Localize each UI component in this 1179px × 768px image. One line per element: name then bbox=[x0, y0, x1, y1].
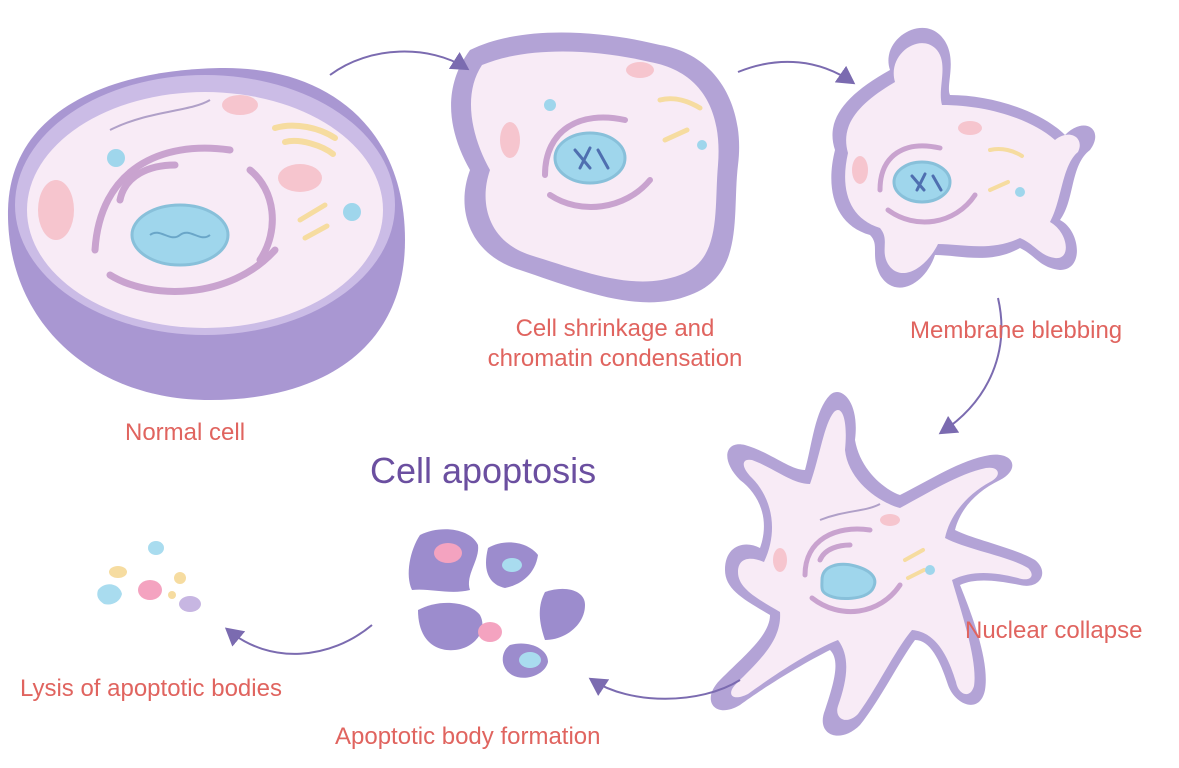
arrow-5 bbox=[224, 624, 373, 655]
blebbing-cell bbox=[831, 27, 1096, 288]
collapsed-nucleus-cell bbox=[710, 392, 1043, 736]
shrunken-cell bbox=[451, 32, 740, 303]
label-membrane-blebbing: Membrane blebbing bbox=[910, 317, 1123, 344]
mitochondrion bbox=[222, 95, 258, 115]
diagram-title: Cell apoptosis bbox=[370, 450, 597, 491]
endoplasmic-reticulum bbox=[91, 144, 279, 295]
label-nuclear-collapse: Nuclear collapse bbox=[965, 617, 1143, 644]
label-cell-shrinkage: Cell shrinkage and chromatin condensatio… bbox=[462, 314, 768, 374]
mitochondrion bbox=[38, 180, 74, 240]
vesicle bbox=[343, 203, 361, 221]
collapsed-nucleus bbox=[820, 562, 877, 600]
arrow-4 bbox=[588, 677, 741, 700]
normal-cell bbox=[7, 67, 406, 401]
flow-arrows bbox=[224, 50, 1003, 700]
vesicle bbox=[107, 149, 125, 167]
apoptotic-bodies bbox=[408, 529, 585, 678]
label-cell-shrinkage-line1: Cell shrinkage and bbox=[515, 315, 715, 342]
condensed-nucleus bbox=[553, 131, 627, 185]
label-normal-cell: Normal cell bbox=[125, 419, 246, 446]
lysis-fragments bbox=[97, 541, 201, 612]
label-lysis: Lysis of apoptotic bodies bbox=[20, 675, 282, 702]
arrow-1 bbox=[329, 50, 470, 76]
label-apoptotic-body-formation: Apoptotic body formation bbox=[335, 723, 601, 750]
arrow-2 bbox=[737, 60, 856, 85]
arrow-3 bbox=[938, 297, 1003, 435]
label-cell-shrinkage-line2: chromatin condensation bbox=[487, 345, 743, 372]
mitochondrion bbox=[278, 164, 322, 192]
golgi bbox=[272, 122, 338, 157]
